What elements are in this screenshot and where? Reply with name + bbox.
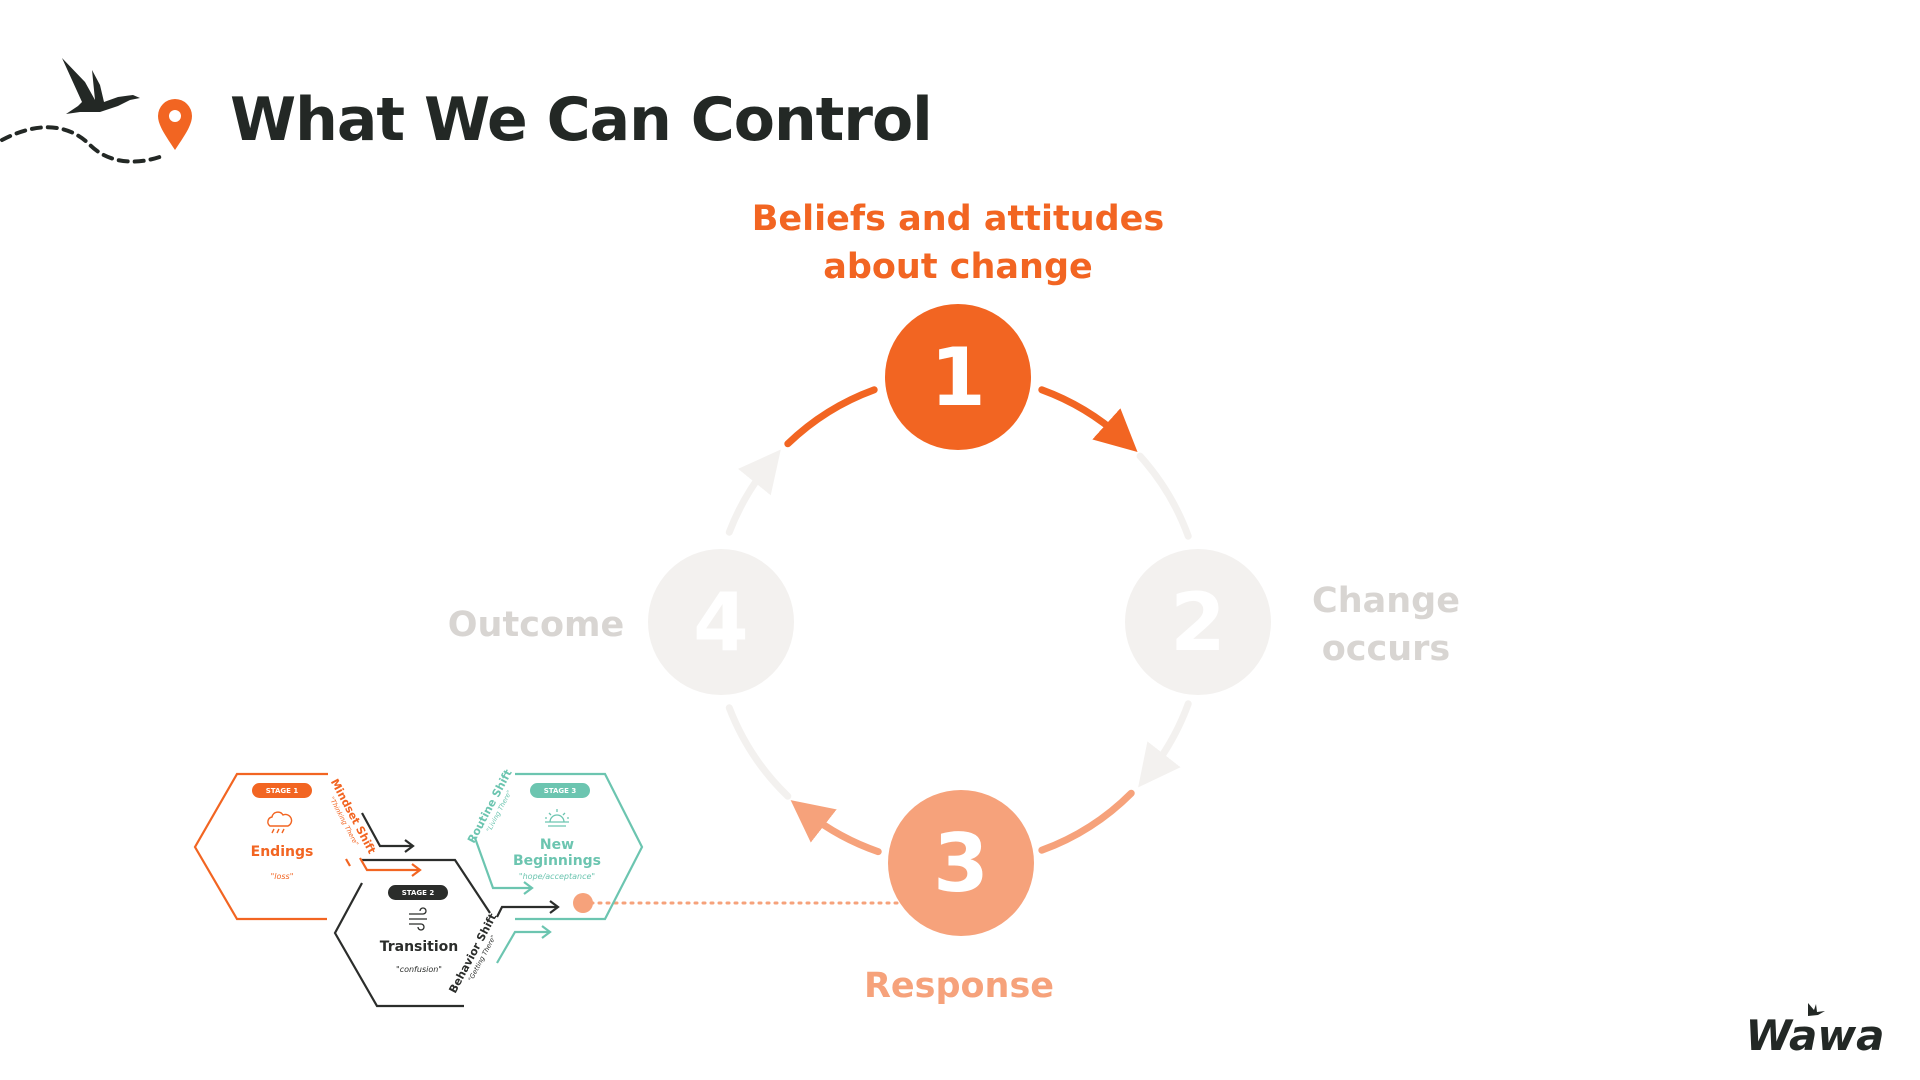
step-4: 4 Outcome [448,549,794,695]
step-3-label: Response [864,966,1054,1006]
wind-icon [409,907,427,931]
step-4-circle [648,549,794,695]
arrow-teal [496,930,550,964]
logo-text: Wawa [1746,1011,1885,1060]
step-3-number: 3 [933,817,989,910]
arrow-orange [359,857,420,872]
sunrise-icon [545,809,569,827]
stage-2-quote: "confusion" [396,965,442,974]
arrow-4-to-1 [725,449,781,536]
step-2-label-line-1: Change [1312,581,1460,621]
stage-2-badge-text: STAGE 2 [402,889,435,897]
logo-goose-icon [1808,1003,1825,1016]
stage-2-badge [388,885,448,900]
stage-3-name-line-1: New [540,837,574,853]
stage-1-badge [252,783,312,798]
connector-dot [573,893,593,913]
cloud-rain-icon [267,811,293,834]
step-1-circle [885,304,1031,450]
arc-2-to-3 [1038,789,1135,854]
stage-3-quote: "hope/acceptance" [519,872,595,881]
arc-4-to-1 [784,386,878,448]
step-3-circle [888,790,1034,936]
stage-1-badge-text: STAGE 1 [266,787,299,795]
stage-2-hexagon [362,858,491,914]
step-1: 1 Beliefs and attitudes about change [752,199,1165,450]
cycle-arrows [725,386,1192,856]
stage-1-name: Endings [251,844,314,860]
step-1-number: 1 [930,331,986,424]
step-4-label: Outcome [448,605,624,645]
arrow-dark-2 [496,905,558,918]
stage-3-badge [530,783,590,798]
page-title: What We Can Control [230,85,932,155]
arrow-1-to-2 [1038,386,1138,452]
dashed-path [0,125,167,164]
arrow-3-to-4 [790,800,882,856]
step-4-number: 4 [693,576,749,669]
wawa-logo: Wawa [1746,1003,1885,1060]
arrow-2-to-3 [1138,700,1192,788]
step-3: 3 Response [864,790,1054,1006]
map-pin-icon [158,99,192,150]
arrow-dark-1 [361,812,413,848]
step-2-circle [1125,549,1271,695]
arc-1-to-2 [1136,452,1192,540]
step-2-number: 2 [1170,576,1226,669]
routine-shift-label: Routine Shift [465,767,515,845]
arc-3-to-4 [725,704,792,800]
stage-3-hexagon [515,772,644,921]
step-1-label-line-2: about change [823,247,1093,287]
stage-1-hexagon [193,772,328,921]
stages-diagram [193,772,644,1008]
stage-3-badge-text: STAGE 3 [544,787,577,795]
step-1-label-line-1: Beliefs and attitudes [752,199,1165,239]
goose-icon [62,58,140,114]
step-2: 2 Change occurs [1125,549,1460,695]
step-2-label-line-2: occurs [1322,629,1451,669]
stage-2-name: Transition [380,939,459,955]
stage-3-name-line-2: Beginnings [513,853,601,869]
stage-1-quote: "loss" [271,872,294,881]
